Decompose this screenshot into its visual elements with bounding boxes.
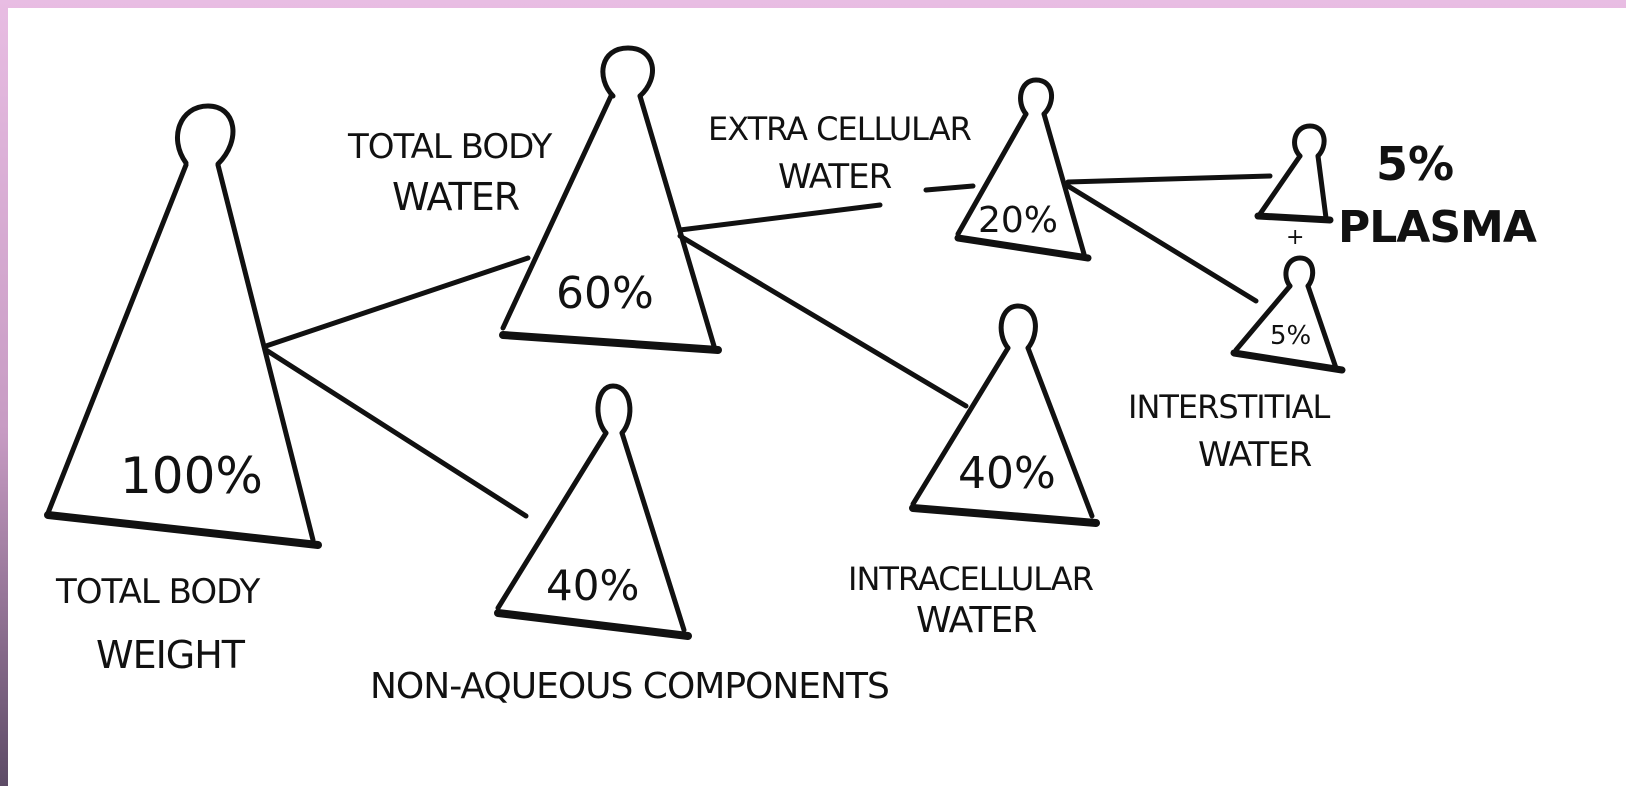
label-intracellular-line1: INTRACELLULAR: [848, 560, 1094, 598]
label-interstitial-line1: INTERSTITIAL: [1128, 388, 1331, 426]
connector-water-to-intracellular: [680, 236, 966, 406]
percent-total-body-water: 60%: [556, 268, 654, 319]
label-plasma: PLASMA: [1338, 202, 1537, 253]
connector-water-to-extracellular-b: [926, 186, 973, 190]
plasma-cone: [1258, 126, 1330, 220]
label-extracellular-line2: WATER: [778, 157, 892, 197]
connector-extracellular-to-plasma: [1068, 176, 1270, 182]
percent-non-aqueous: 40%: [546, 561, 639, 610]
connector-weight-to-nonaqueous: [266, 350, 526, 516]
label-total-body-weight-line2: WEIGHT: [96, 633, 246, 677]
label-total-body-water-line1: TOTAL BODY: [347, 127, 552, 167]
label-extracellular-line1: EXTRA CELLULAR: [708, 110, 972, 148]
connector-weight-to-water: [266, 258, 528, 346]
label-interstitial-line2: WATER: [1198, 435, 1312, 475]
label-total-body-weight-line1: TOTAL BODY: [55, 572, 260, 612]
label-total-body-water-line2: WATER: [392, 175, 520, 219]
percent-extracellular: 20%: [978, 200, 1058, 241]
connector-water-to-extracellular: [680, 205, 880, 230]
percent-plasma: 5%: [1376, 137, 1454, 191]
percent-interstitial: 5%: [1270, 321, 1311, 351]
percent-intracellular: 40%: [958, 448, 1056, 499]
diagram-panel: + 100% 60% 40% 20% 40% 5% 5% TOTAL BODY …: [8, 8, 1626, 786]
plus-sign: +: [1286, 225, 1304, 250]
interstitial-cone: [1234, 258, 1342, 370]
body-water-diagram: + 100% 60% 40% 20% 40% 5% 5% TOTAL BODY …: [8, 8, 1626, 786]
label-non-aqueous: NON-AQUEOUS COMPONENTS: [370, 666, 889, 707]
connector-extracellular-to-interstitial: [1068, 186, 1256, 301]
label-intracellular-line2: WATER: [916, 600, 1036, 641]
percent-total-body-weight: 100%: [120, 447, 263, 505]
